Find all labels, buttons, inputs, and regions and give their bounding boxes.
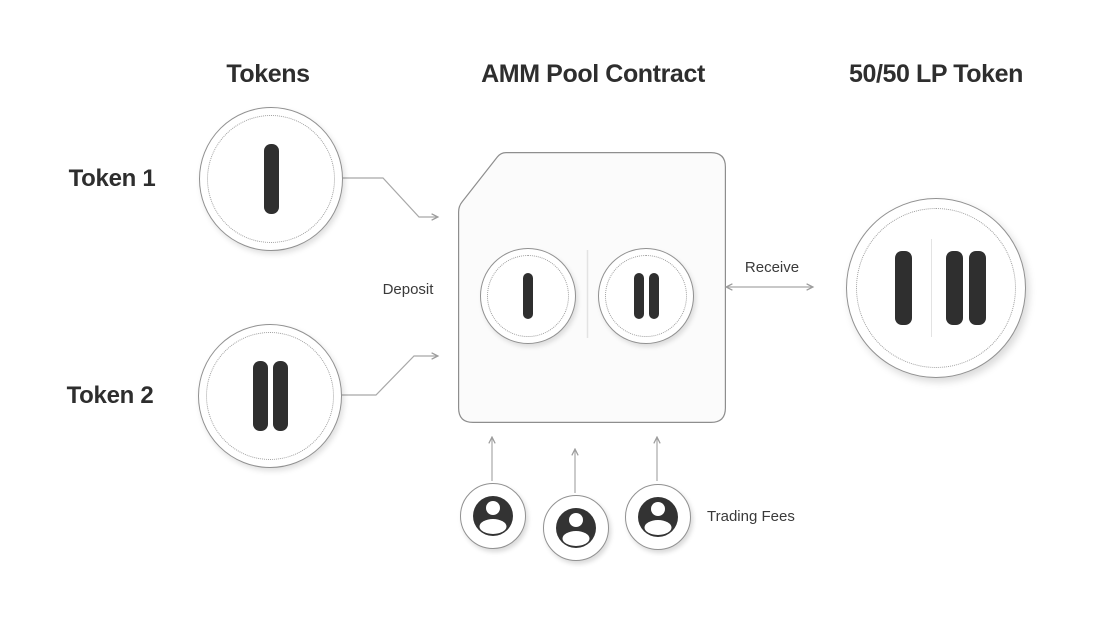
person-head — [569, 513, 583, 527]
person-glyph — [473, 496, 513, 536]
trading-fees-label: Trading Fees — [707, 508, 795, 525]
trader-user-icon — [460, 483, 526, 549]
column-header-tokens: Tokens — [226, 60, 310, 88]
connector-token2-to-pool — [340, 356, 437, 396]
pool-token1-coin — [480, 248, 576, 344]
amm-pool-contract-shape — [458, 152, 726, 423]
receive-label: Receive — [744, 259, 800, 276]
connector-token1-to-pool — [341, 177, 437, 217]
tally-one-icon — [263, 144, 279, 214]
tally-two-icon — [252, 361, 288, 431]
tally-bar — [945, 251, 963, 325]
tally-one-icon — [523, 273, 533, 319]
tally-one-and-two-icon — [894, 251, 986, 325]
person-torso — [644, 520, 672, 535]
person-head — [651, 502, 665, 516]
token2-coin — [198, 324, 342, 468]
column-header-pool-contract: AMM Pool Contract — [481, 60, 705, 88]
tally-two-icon — [633, 273, 659, 319]
lp-divider-line — [931, 239, 932, 337]
person-torso — [479, 519, 507, 534]
tally-bar — [523, 273, 533, 319]
tally-bar — [252, 361, 268, 431]
person-glyph — [638, 497, 678, 537]
tally-bar — [648, 273, 659, 319]
person-torso — [562, 531, 590, 546]
tally-bar — [263, 144, 279, 214]
pool-token2-coin — [598, 248, 694, 344]
deposit-label: Deposit — [382, 281, 434, 298]
tally-bar — [272, 361, 288, 431]
tally-bar — [968, 251, 986, 325]
token1-coin — [199, 107, 343, 251]
tally-bar — [633, 273, 644, 319]
trader-user-icon — [543, 495, 609, 561]
token2-label: Token 2 — [66, 382, 154, 409]
token1-label: Token 1 — [68, 165, 156, 192]
column-header-lp-token: 50/50 LP Token — [848, 60, 1024, 88]
trader-user-icon — [625, 484, 691, 550]
person-glyph — [556, 508, 596, 548]
lp-token-coin — [846, 198, 1026, 378]
tally-bar — [894, 251, 912, 325]
person-head — [486, 501, 500, 515]
